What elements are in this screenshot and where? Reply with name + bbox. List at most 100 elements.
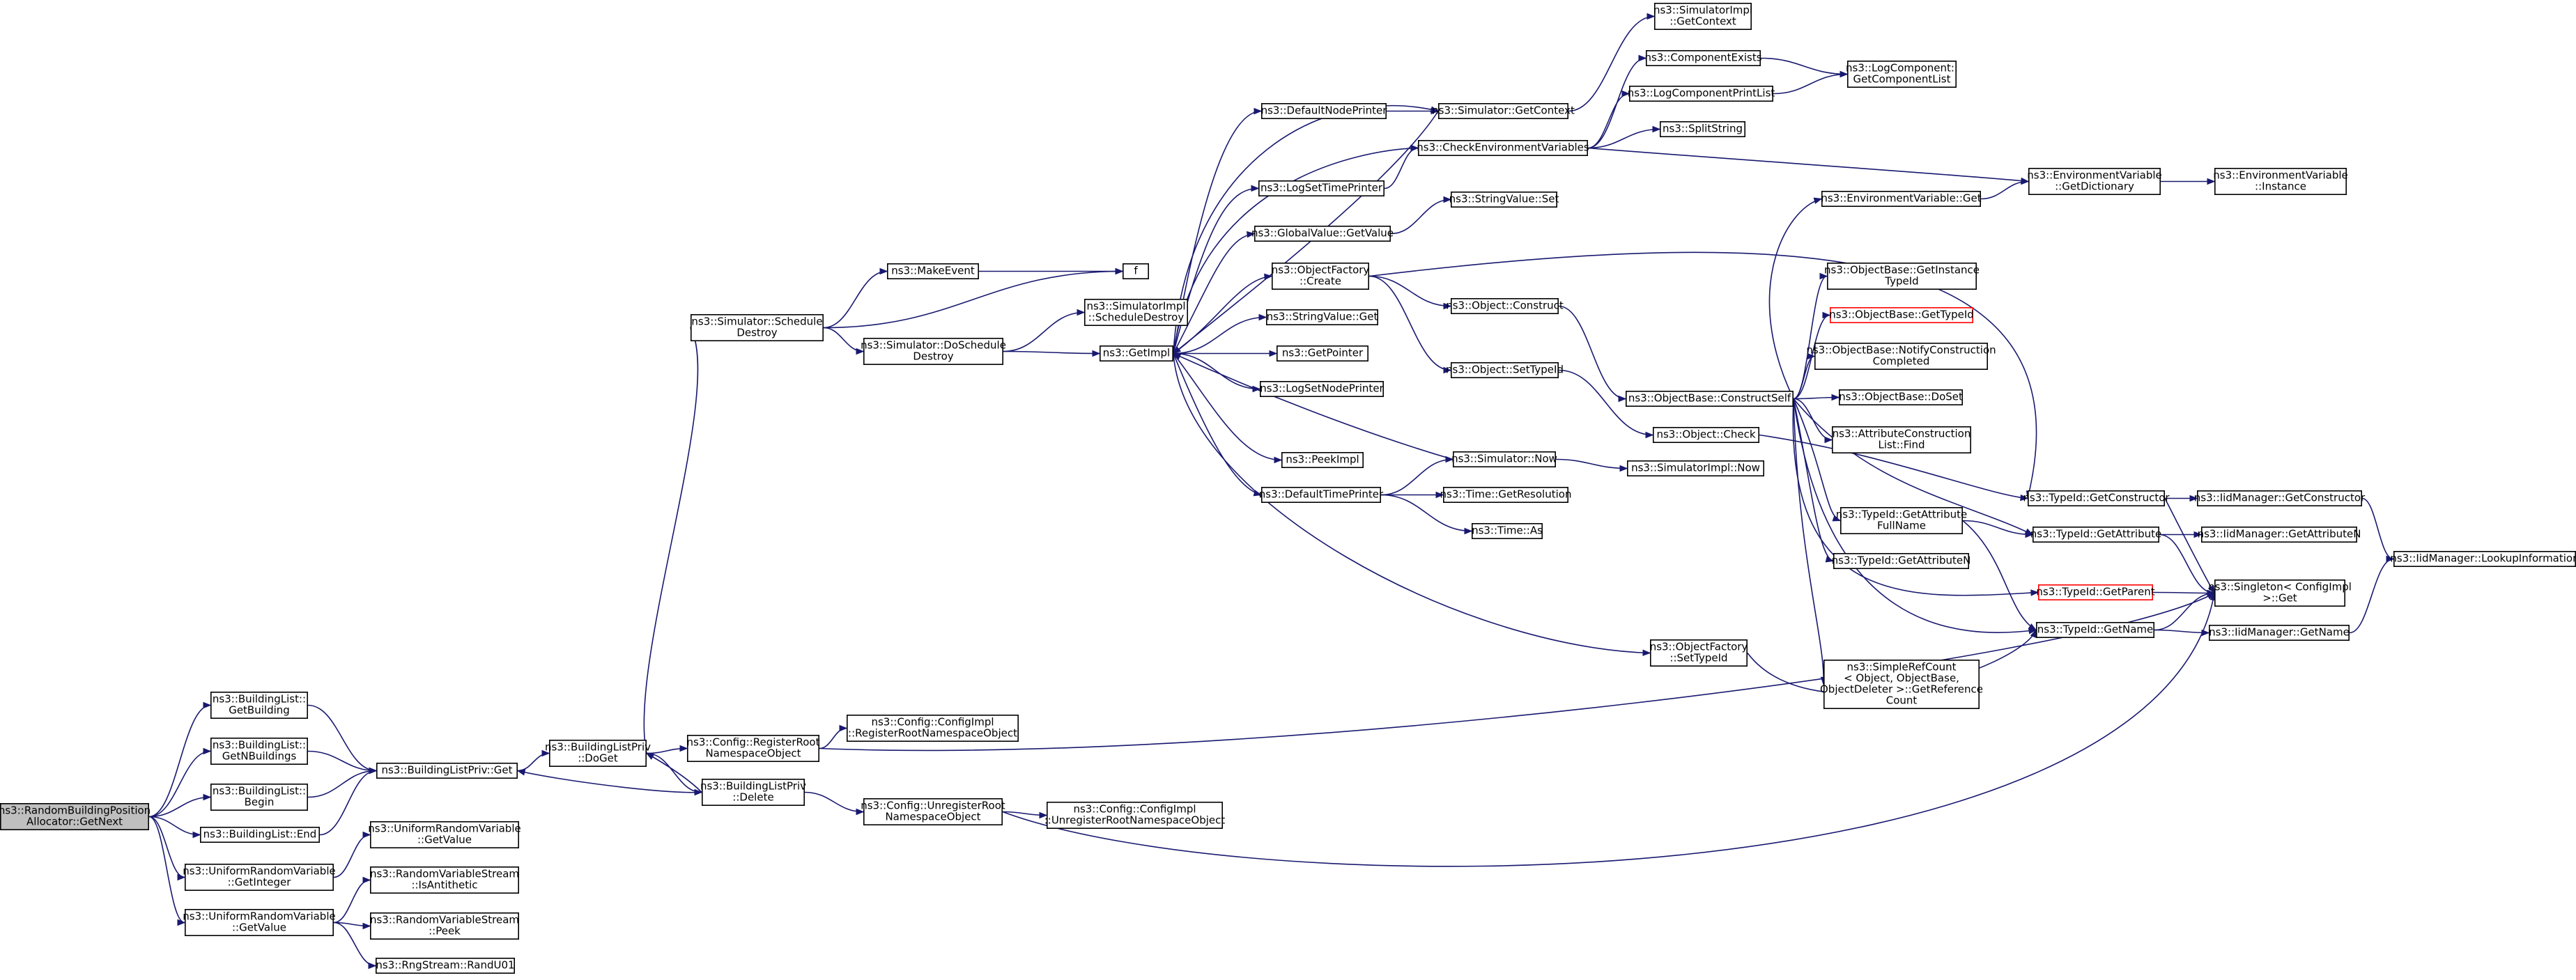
edge-line xyxy=(1380,458,1453,496)
node-getpointer[interactable]: ns3::GetPointer xyxy=(1277,345,1369,361)
edge-ob-constructself-to-envvar-get xyxy=(1768,197,1823,399)
node-splitstring[interactable]: ns3::SplitString xyxy=(1660,121,1746,138)
node-sim-schedestroy[interactable]: ns3::Simulator::ScheduleDestroy xyxy=(690,313,824,341)
edge-line xyxy=(1380,494,1472,532)
node-makeevent[interactable]: ns3::MakeEvent xyxy=(887,263,980,279)
node-urv-getint[interactable]: ns3::UniformRandomVariable::GetInteger xyxy=(183,864,336,892)
node-iid-getattributen[interactable]: ns3::IidManager::GetAttributeN xyxy=(2198,526,2361,543)
node-label: Destroy xyxy=(736,327,777,339)
node-objfactory-settypeid[interactable]: ns3::ObjectFactory::SetTypeId xyxy=(1650,639,1748,667)
node-tid-getname[interactable]: ns3::TypeId::GetName xyxy=(2036,621,2155,638)
node-sim-getcontext[interactable]: ns3::Simulator::GetContext xyxy=(1432,103,1575,120)
edge-bl-begin-to-blp-get xyxy=(307,767,378,798)
node-iid-getname[interactable]: ns3::IidManager::GetName xyxy=(2209,624,2350,641)
node-box xyxy=(1261,103,1387,120)
node-box xyxy=(210,738,308,765)
node-logsettimeprinter[interactable]: ns3::LogSetTimePrinter xyxy=(1258,180,1385,196)
node-blp-delete[interactable]: ns3::BuildingListPriv::Delete xyxy=(700,779,806,807)
node-tid-getparent[interactable]: ns3::TypeId::GetParent xyxy=(2036,584,2155,600)
node-label: ns3::Config::UnregisterRoot xyxy=(861,800,1005,812)
node-bl-begin[interactable]: ns3::BuildingList::Begin xyxy=(210,784,308,811)
node-obj-settypeid[interactable]: ns3::Object::SetTypeId xyxy=(1446,361,1564,378)
node-label: ns3::Simulator::Schedule xyxy=(691,316,822,328)
edge-arrowhead xyxy=(177,919,186,926)
node-objfactory-create[interactable]: ns3::ObjectFactory::Create xyxy=(1272,262,1370,290)
node-tid-getattrn[interactable]: ns3::TypeId::GetAttributeN xyxy=(1832,552,1971,569)
node-ob-doset[interactable]: ns3::ObjectBase::DoSet xyxy=(1839,389,1963,405)
node-root[interactable]: ns3::RandomBuildingPositionAllocator::Ge… xyxy=(0,803,151,831)
node-sim-now[interactable]: ns3::Simulator::Now xyxy=(1451,451,1557,467)
node-time-as[interactable]: ns3::Time::As xyxy=(1472,522,1543,539)
node-simplerefcount[interactable]: ns3::SimpleRefCount< Object, ObjectBase,… xyxy=(1820,659,1983,709)
node-urv-getval1[interactable]: ns3::UniformRandomVariable::GetValue xyxy=(368,821,521,849)
node-sv-set[interactable]: ns3::StringValue::Set xyxy=(1449,191,1559,208)
node-label: ns3::SimulatorImpl xyxy=(1653,4,1752,17)
edge-arrowhead xyxy=(839,724,848,732)
node-defnodeprinter[interactable]: ns3::DefaultNodePrinter xyxy=(1261,103,1388,120)
node-box xyxy=(1832,426,1972,453)
node-cfgimpl-reg[interactable]: ns3::Config::ConfigImpl::RegisterRootNam… xyxy=(847,715,1019,742)
node-box xyxy=(2214,579,2346,607)
node-rng-randu01[interactable]: ns3::RngStream::RandU01 xyxy=(375,958,515,974)
node-iid-getconstructor[interactable]: ns3::IidManager::GetConstructor xyxy=(2194,490,2366,506)
node-gv-getvalue[interactable]: ns3::GlobalValue::GetValue xyxy=(1251,225,1394,242)
node-obj-construct[interactable]: ns3::Object::Construct xyxy=(1446,297,1564,314)
node-bl-getbuilding[interactable]: ns3::BuildingList::GetBuilding xyxy=(210,691,308,719)
node-tid-getconstructor[interactable]: ns3::TypeId::GetConstructor xyxy=(2023,490,2170,506)
node-envvar-get[interactable]: ns3::EnvironmentVariable::Get xyxy=(1821,190,1982,207)
node-iid-lookup[interactable]: ns3::IidManager::LookupInformation xyxy=(2390,550,2576,567)
node-f[interactable]: f xyxy=(1123,263,1150,279)
node-cfg-unreg[interactable]: ns3::Config::UnregisterRootNamespaceObje… xyxy=(861,798,1005,826)
node-cfg-regroot[interactable]: ns3::Config::RegisterRootNamespaceObject xyxy=(687,735,820,763)
node-ob-constructself[interactable]: ns3::ObjectBase::ConstructSelf xyxy=(1626,390,1794,407)
edge-tid-getname-to-singleton-get xyxy=(2154,589,2216,631)
node-simimpl-schedestroy[interactable]: ns3::SimulatorImpl::ScheduleDestroy xyxy=(1084,298,1189,326)
node-rvs-isanti[interactable]: ns3::RandomVariableStream::IsAntithetic xyxy=(370,866,519,894)
node-ob-notify[interactable]: ns3::ObjectBase::NotifyConstructionCompl… xyxy=(1806,342,1996,370)
node-time-getres[interactable]: ns3::Time::GetResolution xyxy=(1440,486,1572,503)
node-getimpl[interactable]: ns3::GetImpl xyxy=(1100,345,1174,361)
edge-arrowhead xyxy=(1832,515,1842,522)
node-deftimeprinter[interactable]: ns3::DefaultTimePrinter xyxy=(1259,486,1384,503)
node-logcompprintlist[interactable]: ns3::LogComponentPrintList xyxy=(1628,86,1775,102)
node-singleton-get[interactable]: ns3::Singleton< ConfigImpl>::Get xyxy=(2208,579,2352,607)
node-label: ns3::SimulatorImpl xyxy=(1086,300,1185,313)
node-label: ::Instance xyxy=(2255,180,2306,193)
node-simimpl-now[interactable]: ns3::SimulatorImpl::Now xyxy=(1627,460,1765,476)
node-checkenv[interactable]: ns3::CheckEnvironmentVariables xyxy=(1417,140,1589,157)
node-label: ::ScheduleDestroy xyxy=(1088,311,1185,324)
node-sv-get[interactable]: ns3::StringValue::Get xyxy=(1266,309,1379,325)
edge-arrowhead xyxy=(2030,589,2039,596)
node-rvs-peek[interactable]: ns3::RandomVariableStream::Peek xyxy=(370,912,519,940)
node-envvar-getdict[interactable]: ns3::EnvironmentVariable::GetDictionary xyxy=(2027,168,2162,196)
node-blp-get[interactable]: ns3::BuildingListPriv::Get xyxy=(376,763,518,779)
node-label: ns3::TypeId::GetParent xyxy=(2036,586,2154,598)
edge-root-to-bl-getbuilding xyxy=(148,701,212,818)
node-logsetnodeprinter[interactable]: ns3::LogSetNodePrinter xyxy=(1260,380,1385,397)
node-tid-getattribute[interactable]: ns3::TypeId::GetAttribute xyxy=(2030,526,2161,543)
node-bl-getn[interactable]: ns3::BuildingList::GetNBuildings xyxy=(210,738,308,765)
node-obj-check[interactable]: ns3::Object::Check xyxy=(1653,426,1760,443)
node-logcomp-getlist[interactable]: ns3::LogComponent::GetComponentList xyxy=(1846,61,1958,88)
node-urv-getval2[interactable]: ns3::UniformRandomVariable::GetValue xyxy=(183,909,336,937)
edge-bl-getn-to-blp-get xyxy=(307,750,378,775)
node-blp-doget[interactable]: ns3::BuildingListPriv::DoGet xyxy=(545,740,651,768)
node-label: ns3::Object::Check xyxy=(1656,428,1755,441)
node-peekimpl[interactable]: ns3::PeekImpl xyxy=(1281,451,1364,468)
node-box xyxy=(1123,263,1150,279)
node-cfgimpl-unreg[interactable]: ns3::Config::ConfigImpl::UnregisterRootN… xyxy=(1044,802,1226,830)
edge-arrowhead xyxy=(1251,185,1260,192)
node-envvar-instance[interactable]: ns3::EnvironmentVariable::Instance xyxy=(2213,168,2348,196)
node-label: ::Create xyxy=(1299,275,1341,288)
edge-arrowhead xyxy=(2021,178,2030,185)
node-compexists[interactable]: ns3::ComponentExists xyxy=(1644,50,1762,67)
node-ob-gettypeid[interactable]: ns3::ObjectBase::GetTypeId xyxy=(1829,306,1974,323)
node-box xyxy=(1653,426,1760,443)
node-simimpl-getcontext[interactable]: ns3::SimulatorImpl::GetContext xyxy=(1653,3,1752,31)
node-bl-end[interactable]: ns3::BuildingList::End xyxy=(199,827,320,843)
